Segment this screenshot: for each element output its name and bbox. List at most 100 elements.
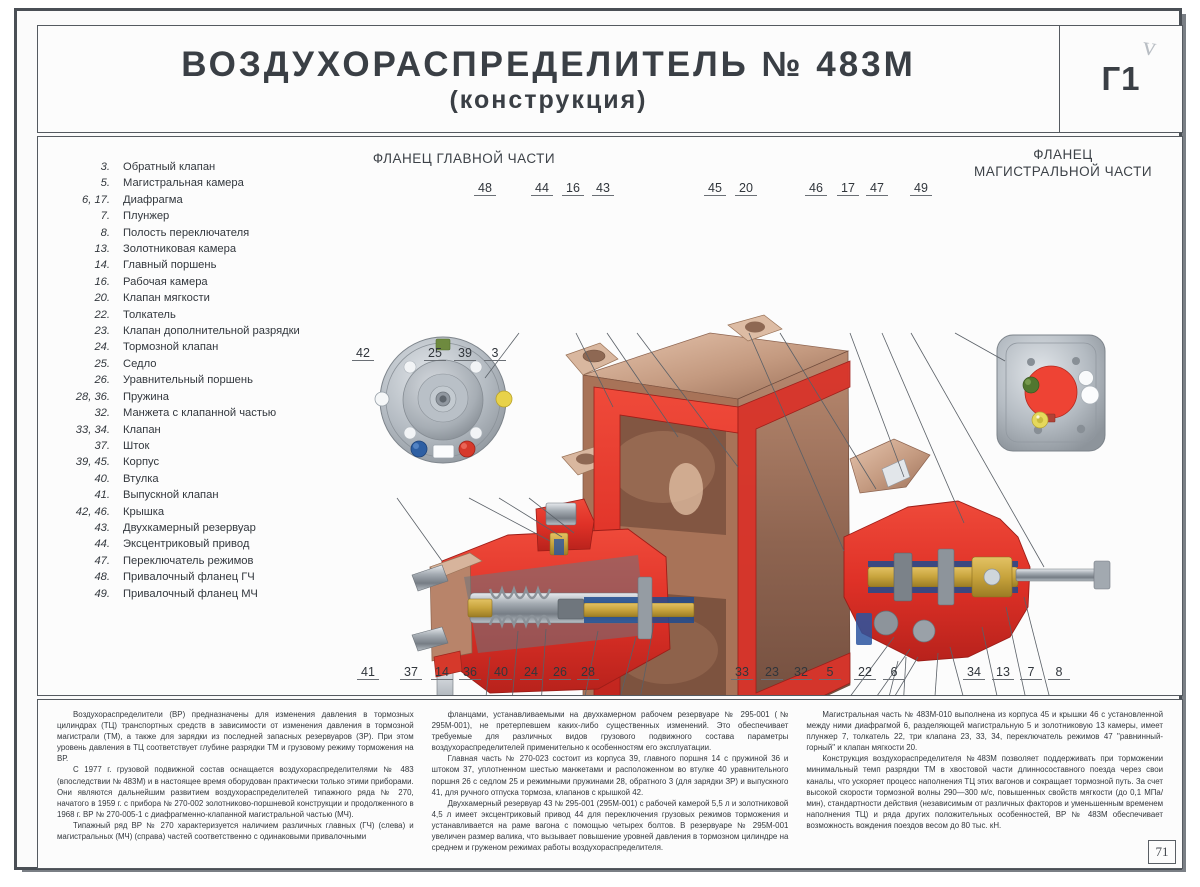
legend-item-label: Диафрагма [123,193,183,206]
description-column-3: Магистральная часть № 483М-010 выполнена… [797,709,1172,862]
title-block: ВОЗДУХОРАСПРЕДЕЛИТЕЛЬ № 483М (конструкци… [37,25,1183,133]
legend-item-label: Переключатель режимов [123,554,254,567]
flange-main-part-disc [374,336,513,464]
legend-item: 6, 17. Диафрагма [52,192,327,208]
legend-item: 14.Главный поршень [52,257,327,273]
callout-number: 42 [352,346,374,361]
legend-item: 33, 34. Клапан [52,422,327,438]
legend-item-label: Привалочный фланец МЧ [123,587,258,600]
callout-number: 43 [592,181,614,196]
legend-item: 41. Выпускной клапан [52,487,327,503]
legend-item-label: Толкатель [123,308,176,321]
callout-number: 36 [459,665,481,680]
legend-item: 8. Полость переключателя [52,225,327,241]
legend-item-label: Седло [123,357,157,370]
callout-number: 39 [454,346,476,361]
description-paragraph: Типажный ряд ВР № 270 характеризуется на… [57,820,414,842]
legend-item: 23.Клапан дополнительной разрядки [52,323,327,339]
callout-number: 17 [837,181,859,196]
legend-item-number: 22. [94,308,110,321]
callout-number: 8 [1048,665,1070,680]
heading-flange-line-part: ФЛАНЕЦ МАГИСТРАЛЬНОЙ ЧАСТИ [958,146,1168,180]
legend-item-number: 47. [94,554,110,567]
legend-item-number: 28, 36. [75,390,110,403]
legend-item: 13.Золотниковая камера [52,241,327,257]
legend-item-number: 33, 34. [75,423,110,436]
legend-item-number: 41. [94,489,110,502]
line-part-assembly [843,438,1111,662]
legend-item: 20. Клапан мягкости [52,290,327,306]
legend-item-number: 24. [94,341,110,354]
legend-item-label: Рабочая камера [123,275,208,288]
legend-item: 22. Толкатель [52,307,327,323]
legend-item-label: Выпускной клапан [123,489,219,502]
legend-item-label: Клапан дополнительной разрядки [123,325,300,338]
page-subtitle: (конструкция) [449,85,648,114]
callout-number: 22 [854,665,876,680]
legend-item: 42, 46. Крышка [52,504,327,520]
callout-number: 24 [520,665,542,680]
legend-item-number: 26. [94,374,110,387]
callout-number: 13 [992,665,1014,680]
legend-item-label: Крышка [123,505,165,518]
legend-item-number: 37. [94,439,110,452]
legend-item-number: 6, 17. [82,193,110,206]
legend-item-label: Пружина [123,390,169,403]
callout-number: 34 [963,665,985,680]
callout-number: 5 [819,665,841,680]
legend-item-label: Уравнительный поршень [123,374,253,387]
description-paragraph: Магистральная часть № 483М-010 выполнена… [806,710,1164,753]
legend-item-number: 13. [94,243,110,256]
callout-number: 3 [484,346,506,361]
page-title: ВОЗДУХОРАСПРЕДЕЛИТЕЛЬ № 483М [181,45,916,85]
heading-flange-line-part-l1: ФЛАНЕЦ [1033,147,1093,162]
callout-leader-lines [396,332,1050,695]
checkmark-icon: v [1141,31,1159,62]
legend-item: 32.Манжета с клапанной частью [52,405,327,421]
legend-item-number: 7. [100,210,110,223]
legend-item: 16. Рабочая камера [52,274,327,290]
legend-item-number: 40. [94,472,110,485]
legend-item-label: Шток [123,439,150,452]
legend-item-label: Клапан [123,423,161,436]
legend-item-label: Обратный клапан [123,161,216,173]
main-part-assembly [411,498,695,695]
callout-number: 20 [735,181,757,196]
legend-item-label: Магистральная камера [123,177,244,190]
legend-item: 49.Привалочный фланец МЧ [52,586,327,602]
legend-item-number: 25. [94,357,110,370]
callout-number: 44 [531,181,553,196]
legend-item-label: Плунжер [123,210,170,223]
title-text-group: ВОЗДУХОРАСПРЕДЕЛИТЕЛЬ № 483М (конструкци… [38,26,1059,132]
description-column-1: Воздухораспределители (ВР) предназначены… [48,709,423,862]
legend-item-number: 8. [100,226,110,239]
legend-item: 5. Магистральная камера [52,175,327,191]
legend-item: 3.Обратный клапан [52,159,327,175]
page-number: 71 [1148,840,1176,864]
legend-item-label: Клапан мягкости [123,292,210,305]
callout-number: 40 [490,665,512,680]
legend-item-number: 42, 46. [75,505,110,518]
callout-number: 23 [761,665,783,680]
callout-number: 49 [910,181,932,196]
air-distributor-cutaway-illustration [374,314,1111,695]
legend-item-label: Привалочный фланец ГЧ [123,571,255,584]
legend-item-number: 5. [100,177,110,190]
legend-item-number: 16. [94,275,110,288]
legend-item-number: 20. [94,292,110,305]
callout-number: 28 [577,665,599,680]
legend-item-label: Полость переключателя [123,226,250,239]
legend-item: 24.Тормозной клапан [52,339,327,355]
legend-item-label: Втулка [123,472,159,485]
legend-item: 44.Эксцентриковый привод [52,536,327,552]
callout-number: 16 [562,181,584,196]
description-paragraph: С 1977 г. грузовой подвижной состав осна… [57,765,414,819]
callout-number: 6 [883,665,905,680]
legend-item-number: 44. [94,538,110,551]
legend-item-number: 14. [94,259,110,272]
heading-flange-line-part-l2: МАГИСТРАЛЬНОЙ ЧАСТИ [973,164,1153,179]
flange-line-part-disc [996,334,1106,452]
legend-item-label: Корпус [123,456,160,469]
legend-item: 43.Двухкамерный резервуар [52,520,327,536]
